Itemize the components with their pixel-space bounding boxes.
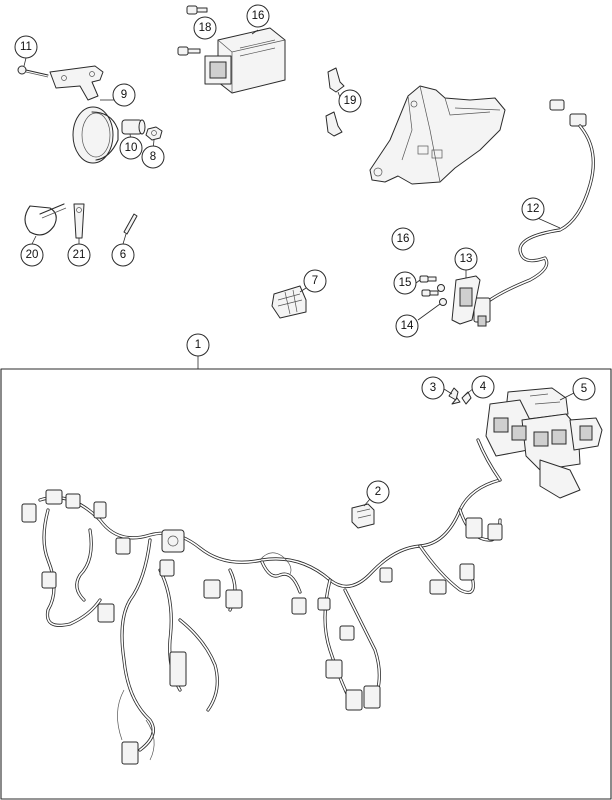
svg-text:7: 7 [312, 275, 318, 287]
cable-tie-20 [24, 203, 67, 236]
callout-5: 5 [572, 377, 596, 401]
svg-text:8: 8 [150, 151, 156, 163]
svg-text:4: 4 [480, 381, 487, 393]
svg-text:10: 10 [125, 142, 138, 154]
pin-6 [123, 213, 138, 235]
callout-16-top: 16 [246, 4, 270, 28]
callout-18: 18 [193, 16, 217, 40]
callout-20: 20 [20, 243, 44, 267]
callout-14: 14 [395, 314, 419, 338]
screws-15 [419, 275, 439, 297]
callout-1: 1 [186, 333, 210, 357]
callout-4: 4 [471, 375, 495, 399]
svg-text:12: 12 [527, 203, 540, 215]
svg-text:1: 1 [195, 339, 201, 351]
svg-text:20: 20 [26, 249, 39, 261]
main-wiring-harness [21, 438, 503, 765]
callout-11: 11 [14, 35, 38, 59]
svg-text:15: 15 [399, 277, 412, 289]
callout-2: 2 [366, 480, 390, 504]
fuse-box-5 [485, 387, 603, 499]
svg-text:19: 19 [344, 95, 357, 107]
callout-16-mid: 16 [391, 227, 415, 251]
control-unit-connector [204, 55, 232, 85]
horn-body [72, 106, 114, 164]
sensor-cable-12 [473, 99, 595, 327]
horn-assembly [17, 65, 163, 164]
svg-text:2: 2 [375, 486, 381, 498]
callout-21: 21 [67, 243, 91, 267]
callout-7: 7 [303, 269, 327, 293]
callout-10: 10 [119, 136, 143, 160]
svg-text:16: 16 [252, 10, 265, 22]
callout-8: 8 [141, 145, 165, 169]
svg-text:5: 5 [581, 383, 587, 395]
control-unit-16 [204, 27, 286, 94]
wiring-harness-frame [0, 368, 612, 800]
svg-text:18: 18 [199, 22, 212, 34]
callout-13: 13 [454, 247, 478, 271]
clips-19 [325, 67, 345, 137]
holder-21 [73, 203, 85, 239]
svg-text:3: 3 [430, 382, 436, 394]
svg-text:11: 11 [20, 41, 32, 53]
module-13 [451, 275, 481, 325]
svg-text:9: 9 [121, 89, 127, 101]
screws-18 [177, 5, 208, 56]
nut-8 [145, 126, 163, 141]
svg-text:21: 21 [73, 249, 86, 261]
callout-19: 19 [338, 89, 362, 113]
connector-2 [351, 503, 375, 529]
svg-text:6: 6 [120, 249, 126, 261]
bolt-11 [17, 65, 49, 78]
mounting-bracket [369, 85, 506, 185]
washers-14 [437, 284, 447, 306]
callout-6: 6 [111, 243, 135, 267]
svg-text:16: 16 [397, 233, 410, 245]
svg-text:14: 14 [401, 320, 414, 332]
svg-text:13: 13 [460, 253, 473, 265]
callout-3: 3 [421, 376, 445, 400]
callout-9: 9 [112, 83, 136, 107]
connector-7 [271, 285, 307, 319]
spacer-10 [121, 119, 146, 135]
callout-15: 15 [393, 271, 417, 295]
harness-connectors [21, 489, 503, 765]
clip-3 [448, 387, 461, 405]
horn-bracket [49, 65, 104, 101]
callout-12: 12 [521, 197, 545, 221]
